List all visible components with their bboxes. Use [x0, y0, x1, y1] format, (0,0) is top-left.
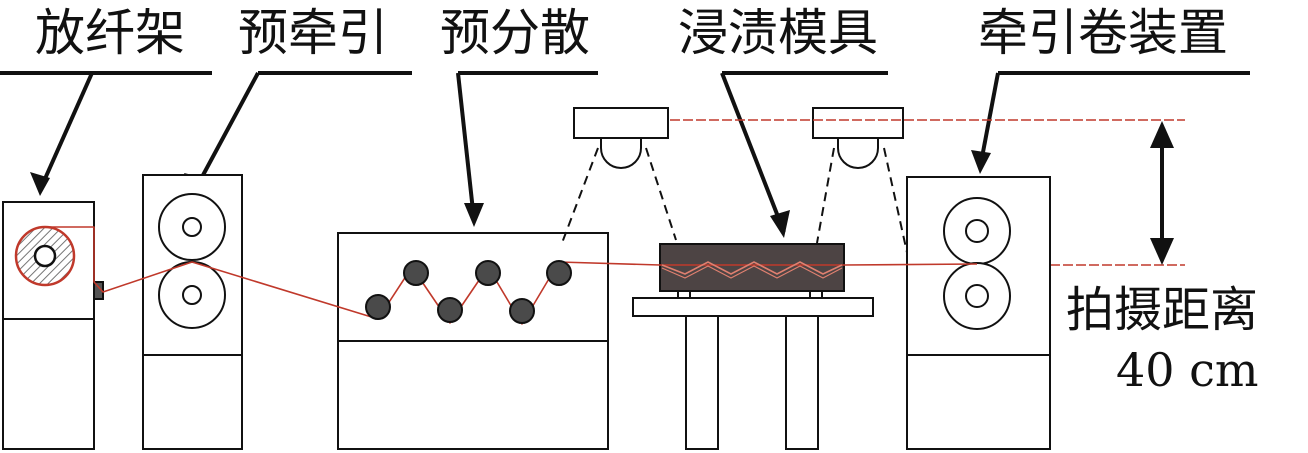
label-impregnation-die: 浸渍模具 [678, 4, 878, 62]
fiber-in-die-b [661, 265, 843, 279]
label-distance: 拍摄距离 [1066, 282, 1258, 338]
fiber-in-die [661, 261, 843, 275]
take-up-machine [906, 176, 1051, 450]
pre-traction-machine [142, 174, 243, 450]
creel-machine [2, 201, 104, 450]
label-take-up: 牵引卷装置 [978, 4, 1228, 62]
spreading-rollers [365, 260, 572, 324]
label-pre-spreading: 预分散 [440, 4, 590, 62]
fiber-spool [14, 225, 76, 287]
impregnation-die [659, 243, 845, 292]
fiber-path [45, 226, 978, 325]
pre-spreading-machine [337, 232, 609, 450]
label-distance-value: 40 cm [1116, 343, 1259, 397]
leader-lines [0, 71, 1250, 233]
camera-view-lines [561, 147, 909, 258]
table [632, 290, 874, 450]
camera-right [812, 107, 904, 169]
label-creel: 放纤架 [35, 4, 185, 62]
distance-arrow [1150, 121, 1174, 265]
camera-left [573, 107, 669, 169]
label-pre-traction: 预牵引 [238, 4, 388, 62]
